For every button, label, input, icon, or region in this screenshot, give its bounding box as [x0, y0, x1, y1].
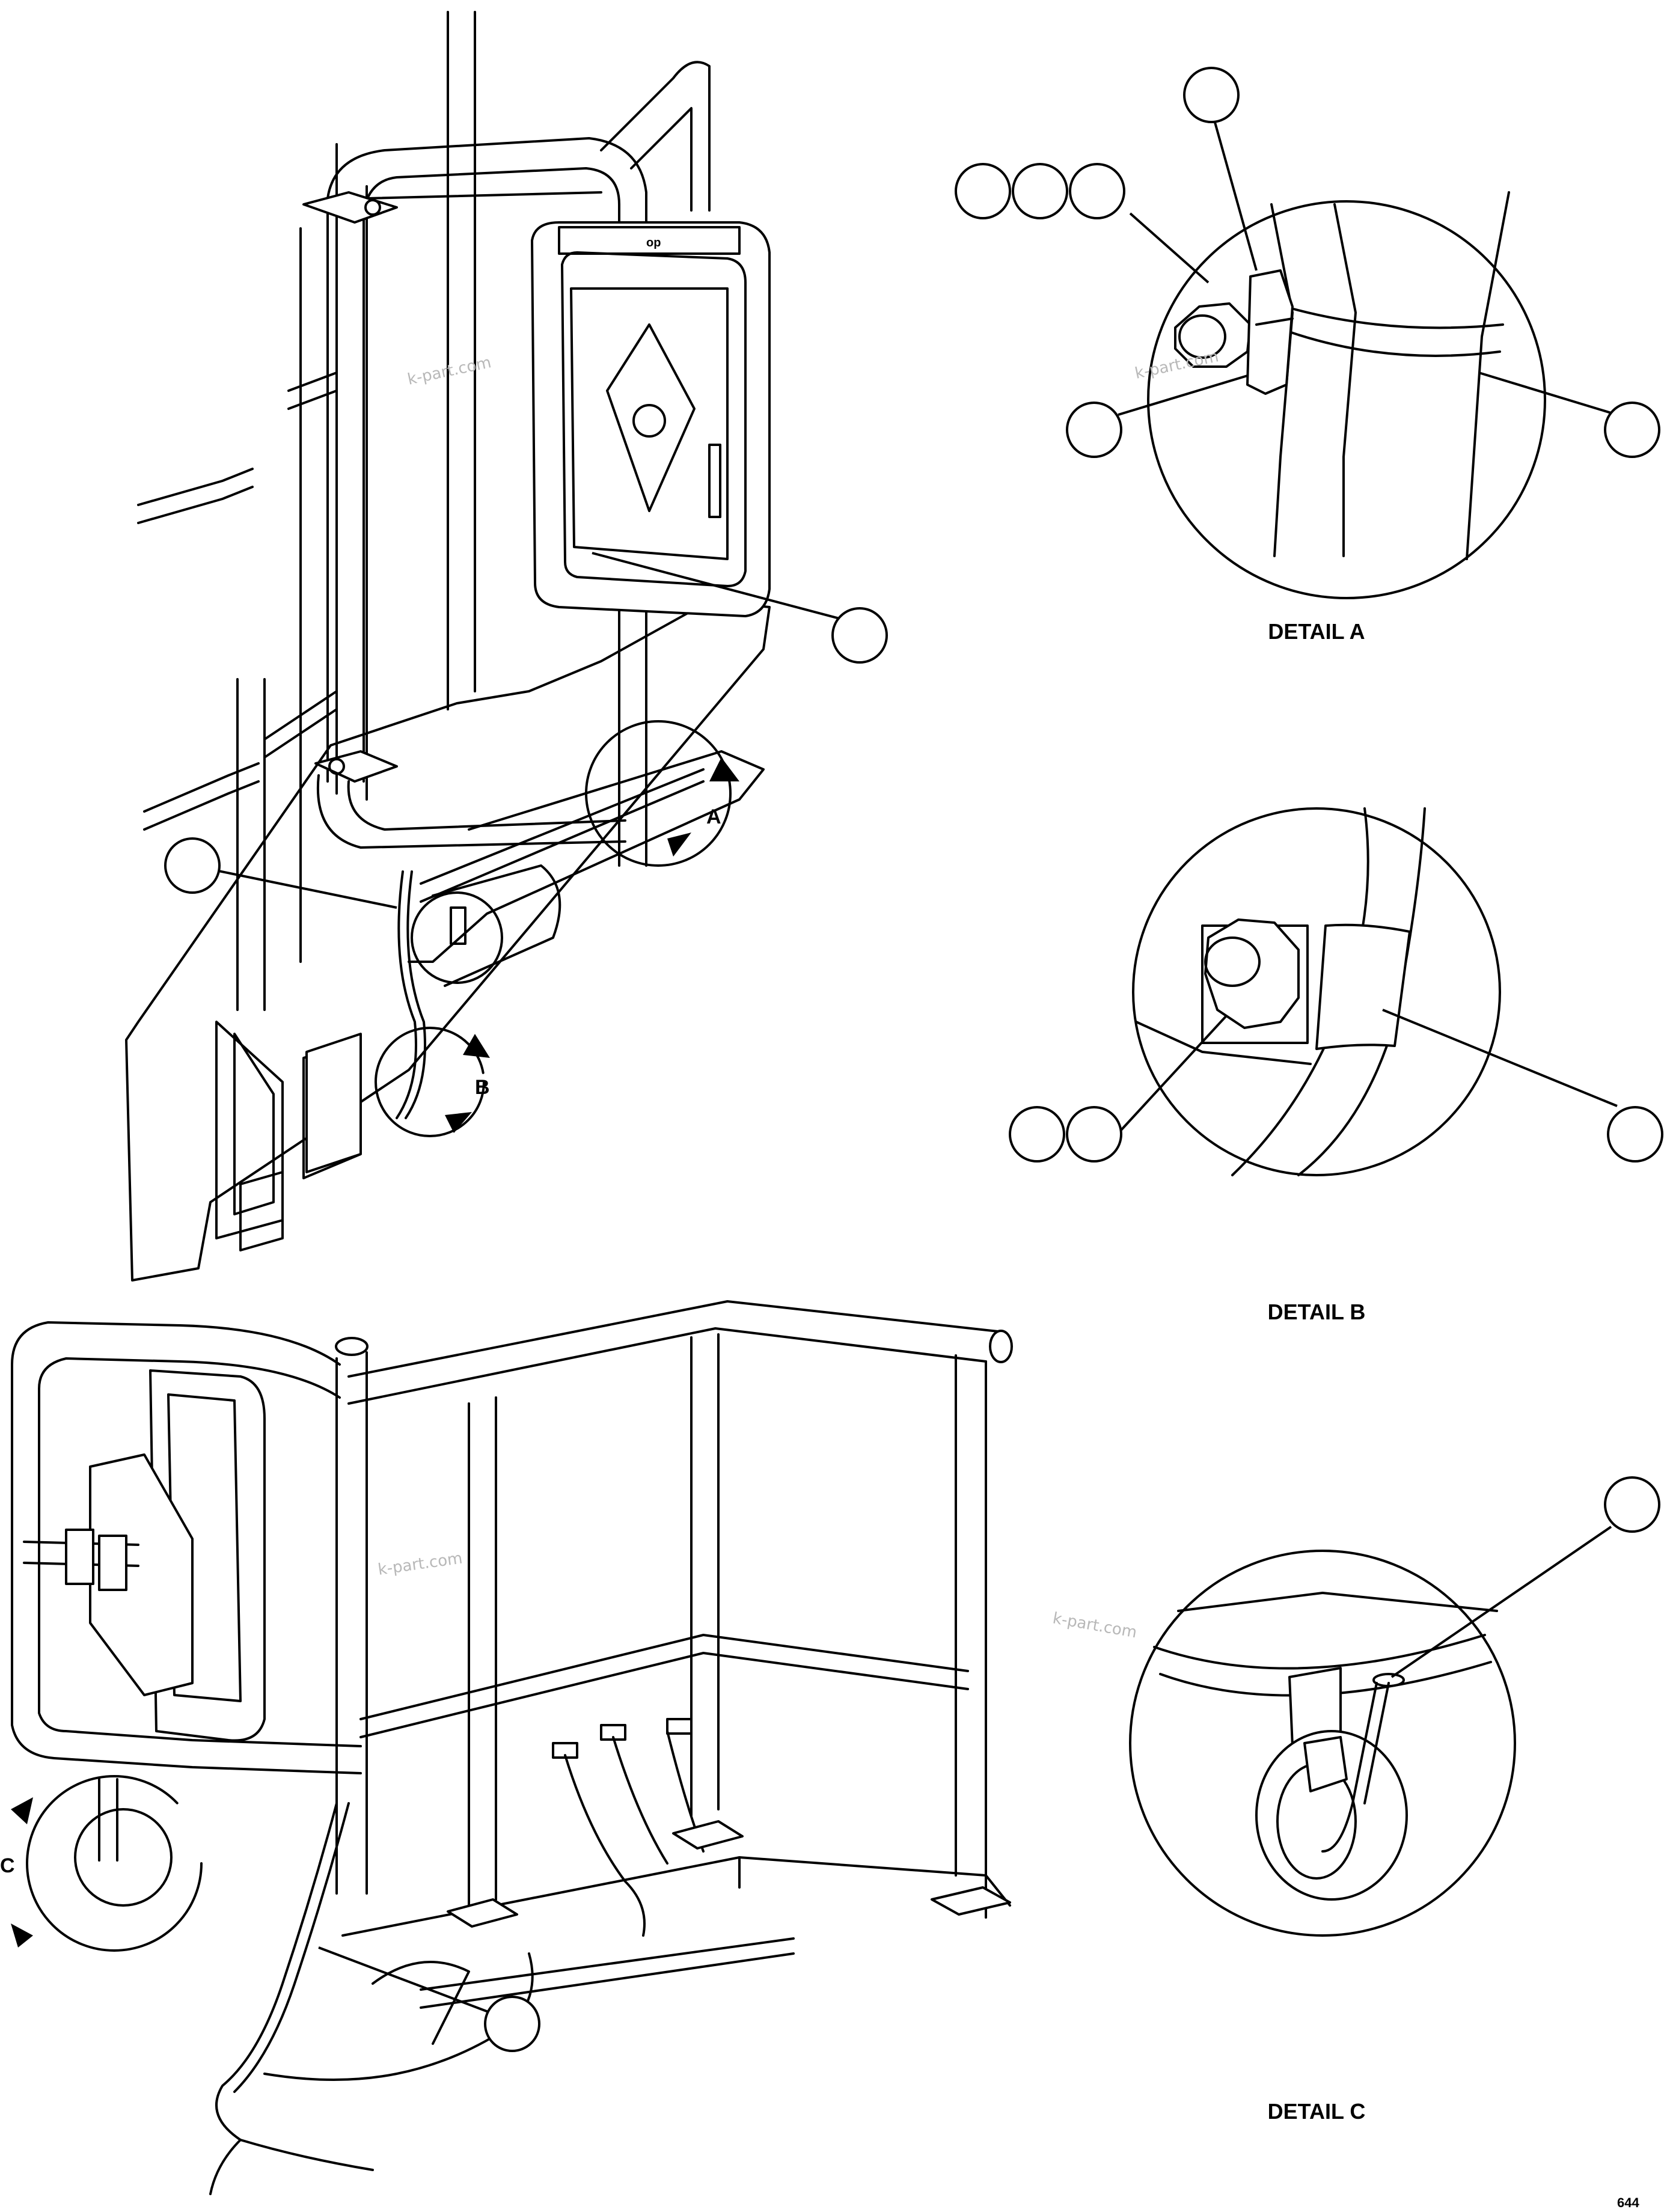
callout-bubble — [831, 607, 888, 664]
detail-a-title: DETAIL A — [1268, 619, 1365, 644]
detail-a: DETAIL A — [955, 67, 1660, 644]
callout-bubble — [1012, 163, 1068, 219]
callout-bubble — [1604, 402, 1660, 458]
sheet-id: 644 — [1617, 2195, 1639, 2210]
callout-bubble — [1183, 67, 1240, 123]
view-marker-a: A — [585, 720, 739, 867]
view-marker-c: C — [0, 1775, 203, 1952]
detail-c: DETAIL C — [1129, 1476, 1660, 2124]
callout-bubble — [1607, 1106, 1663, 1163]
detail-b: DETAIL B — [1009, 807, 1663, 1324]
watermark: k-part.com — [406, 353, 493, 389]
detail-b-title: DETAIL B — [1268, 1300, 1366, 1324]
callouts-lower-left — [318, 1946, 540, 2052]
view-marker-b: B — [375, 1027, 490, 1137]
callout-bubble — [1069, 163, 1125, 219]
callout-bubble — [1066, 402, 1122, 458]
watermark: k-part.com — [1051, 1609, 1139, 1642]
watermark: k-part.com — [377, 1550, 463, 1579]
decal-text: op — [646, 236, 661, 249]
callout-bubble — [1009, 1106, 1065, 1163]
callout-bubble — [1604, 1476, 1660, 1533]
callouts-upper-left — [164, 552, 888, 909]
watermark: k-part.com — [1133, 347, 1220, 383]
upper-ladder-assembly: op — [125, 11, 771, 1282]
callout-bubble — [1066, 1106, 1122, 1163]
detail-c-title: DETAIL C — [1268, 2099, 1366, 2124]
callout-bubble — [955, 163, 1011, 219]
callout-bubble — [484, 1996, 540, 2052]
view-marker-b-label: B — [475, 1076, 490, 1099]
view-marker-c-label: C — [0, 1854, 15, 1877]
view-marker-a-label: A — [706, 805, 721, 828]
callout-bubble — [164, 837, 221, 894]
lower-platform-assembly — [11, 1300, 1013, 2195]
